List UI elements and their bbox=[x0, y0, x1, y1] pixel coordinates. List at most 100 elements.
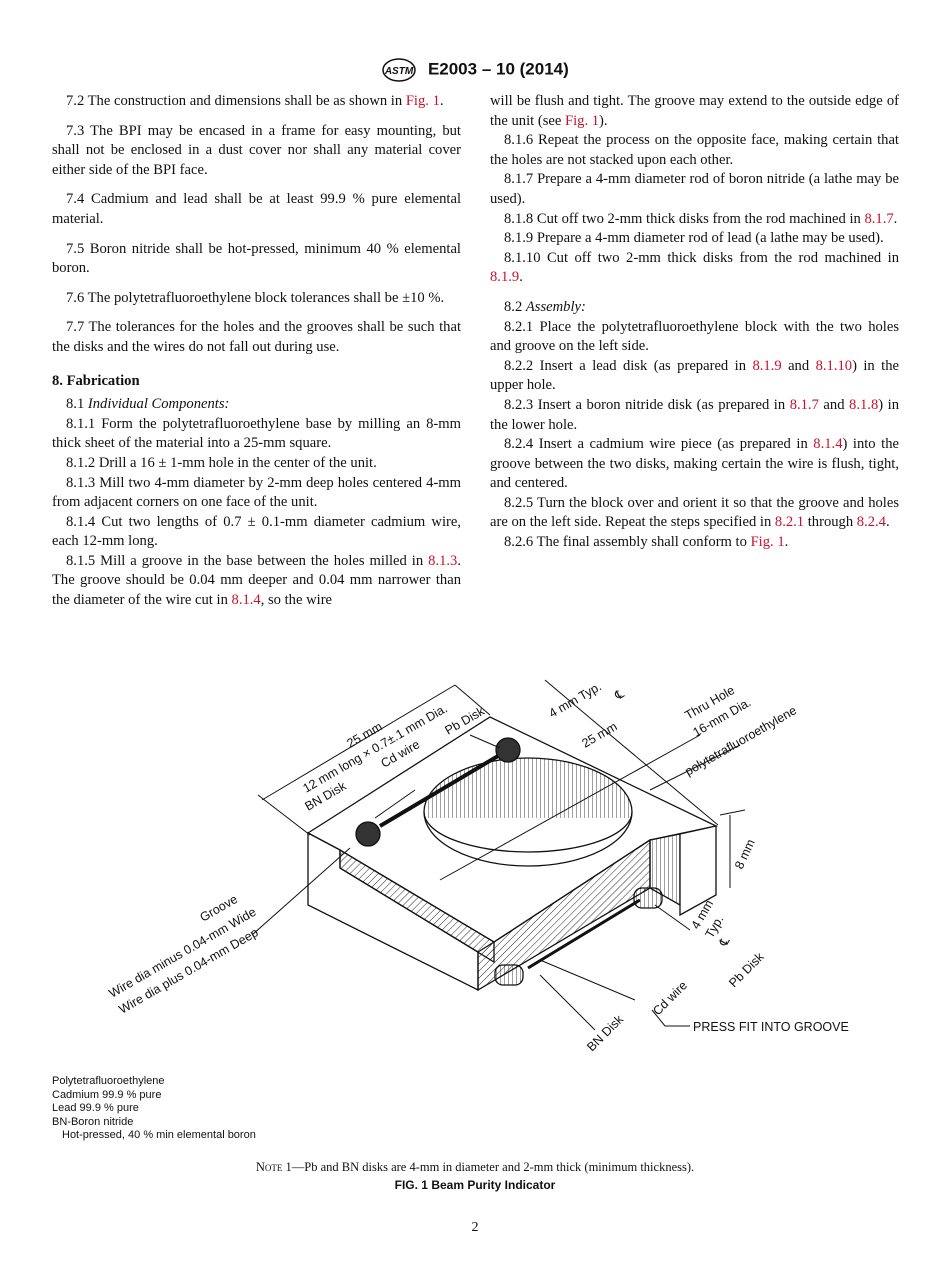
paragraph: 8.2.3 Insert a boron nitride disk (as pr… bbox=[490, 396, 899, 435]
cross-reference-link[interactable]: Fig. 1 bbox=[750, 534, 785, 551]
cross-reference-link[interactable]: 8.1.10 bbox=[815, 357, 853, 374]
cd-wire-bottom bbox=[527, 898, 641, 970]
cross-reference-link[interactable]: 8.1.4 bbox=[813, 436, 843, 453]
text: 8.1.7 Prepare a 4-mm diameter rod of bor… bbox=[490, 171, 899, 207]
left-column: 7.2 The construction and dimensions shal… bbox=[52, 92, 461, 611]
cross-reference-link[interactable]: 8.1.9 bbox=[752, 357, 782, 374]
text: 8.1.5 Mill a groove in the base between … bbox=[66, 552, 429, 569]
text: 7.3 The BPI may be encased in a frame fo… bbox=[52, 122, 461, 178]
italic-heading-text: Assembly: bbox=[525, 298, 586, 315]
text: ) in the lower hole. bbox=[490, 396, 899, 433]
text: 8.1.10 Cut off two 2-mm thick disks from… bbox=[504, 249, 899, 266]
label-cd-wire-bottom: Cd wire bbox=[650, 978, 690, 1018]
cross-reference-link[interactable]: 8.1.9 bbox=[490, 269, 520, 286]
block-right-face bbox=[679, 825, 717, 917]
text: 7.2 The construction and dimensions shal… bbox=[66, 93, 406, 109]
text: 8.1.6 Repeat the process on the opposite… bbox=[490, 132, 899, 168]
label-8mm: 8 mm bbox=[732, 837, 758, 871]
note-text: —Pb and BN disks are 4-mm in diameter an… bbox=[291, 1160, 695, 1174]
paragraph: will be flush and tight. The groove may … bbox=[490, 92, 899, 131]
legend-item: Lead 99.9 % pure bbox=[52, 1102, 139, 1115]
legend-item: Cadmium 99.9 % pure bbox=[52, 1088, 162, 1101]
text: 8.2.4 Insert a cadmium wire piece (as pr… bbox=[504, 436, 814, 453]
paragraph: 8.2 Assembly: bbox=[490, 298, 899, 318]
text: 8.1.1 Form the polytetrafluoroethylene b… bbox=[52, 415, 461, 452]
text: , so the wire bbox=[260, 592, 333, 609]
text: . bbox=[439, 93, 444, 109]
text: . bbox=[885, 514, 890, 531]
figure-caption: FIG. 1 Beam Purity Indicator bbox=[394, 1178, 556, 1192]
cd-wire-top bbox=[378, 754, 500, 828]
cross-reference-link[interactable]: 8.2.4 bbox=[856, 514, 886, 531]
cross-reference-link[interactable]: Fig. 1 bbox=[405, 93, 440, 109]
cross-reference-link[interactable]: 8.1.7 bbox=[864, 210, 894, 227]
standard-designation: E2003 – 10 (2014) bbox=[427, 59, 569, 79]
text: and bbox=[818, 396, 850, 413]
cross-reference-link[interactable]: Fig. 1 bbox=[564, 112, 600, 129]
pb-disk-top bbox=[495, 737, 521, 763]
cross-reference-link[interactable]: 8.1.7 bbox=[789, 396, 819, 413]
paragraph: 8.1.9 Prepare a 4-mm diameter rod of lea… bbox=[490, 229, 899, 249]
paragraph: 8.2.5 Turn the block over and orient it … bbox=[490, 494, 899, 533]
text: 8.1 bbox=[66, 396, 88, 413]
paragraph: 8.2.4 Insert a cadmium wire piece (as pr… bbox=[490, 435, 899, 494]
bn-disk-top bbox=[355, 821, 381, 847]
paragraph: 7.4 Cadmium and lead shall be at least 9… bbox=[52, 190, 461, 229]
paragraph: 8.1.7 Prepare a 4-mm diameter rod of bor… bbox=[490, 170, 899, 209]
text: 8.2.1 Place the polytetrafluoroethylene … bbox=[490, 318, 899, 355]
paragraph: 8.1.8 Cut off two 2-mm thick disks from … bbox=[490, 210, 899, 230]
text: 8.2 bbox=[504, 298, 526, 315]
text: 7.6 The polytetrafluoroethylene block to… bbox=[66, 289, 445, 306]
text: 8.1.8 Cut off two 2-mm thick disks from … bbox=[504, 210, 865, 227]
cross-reference-link[interactable]: 8.2.1 bbox=[774, 514, 805, 531]
note-prefix: Note 1 bbox=[255, 1160, 292, 1174]
text: . bbox=[519, 269, 523, 286]
text: . bbox=[893, 210, 898, 227]
text: 8.2.5 Turn the block over and orient it … bbox=[490, 494, 899, 531]
paragraph: 8.2.6 The final assembly shall conform t… bbox=[490, 533, 899, 553]
paragraph: 8.1.10 Cut off two 2-mm thick disks from… bbox=[490, 249, 899, 288]
paragraph: 7.7 The tolerances for the holes and the… bbox=[52, 318, 461, 357]
block-drawing bbox=[306, 716, 718, 992]
paragraph: 8.1.6 Repeat the process on the opposite… bbox=[490, 131, 899, 170]
text: 8.2.2 Insert a lead disk (as prepared in bbox=[504, 357, 753, 374]
cross-reference-link[interactable]: 8.1.4 bbox=[231, 592, 261, 609]
label-pb-disk-bottom: Pb Disk bbox=[726, 949, 767, 990]
page-header: ASTM E2003 – 10 (2014) bbox=[0, 58, 950, 82]
paragraph: 8.1.1 Form the polytetrafluoroethylene b… bbox=[52, 415, 461, 454]
paragraph: 8.1.2 Drill a 16 ± 1-mm hole in the cent… bbox=[52, 454, 461, 474]
svg-text:ASTM: ASTM bbox=[384, 66, 414, 77]
centerline-icon-bottom: ℄ bbox=[716, 934, 733, 950]
label-bn-disk-bottom: BN Disk bbox=[584, 1012, 626, 1054]
page-number: 2 bbox=[471, 1220, 479, 1235]
paragraph: 8.1 Individual Components: bbox=[52, 395, 461, 415]
astm-logo-icon: ASTM bbox=[382, 58, 416, 82]
figure-legend: Polytetrafluoroethylene Cadmium 99.9 % p… bbox=[52, 1075, 256, 1143]
text: 8.1.3 Mill two 4-mm diameter by 2-mm dee… bbox=[52, 474, 461, 511]
cross-reference-link[interactable]: 8.1.3 bbox=[428, 552, 458, 569]
label-press-fit: PRESS FIT INTO GROOVE bbox=[693, 1020, 849, 1034]
paragraph: 7.3 The BPI may be encased in a frame fo… bbox=[52, 122, 461, 181]
text: through bbox=[804, 514, 857, 531]
section-heading: 8. Fabrication bbox=[52, 372, 461, 392]
legend-item: Hot-pressed, 40 % min elemental boron bbox=[62, 1129, 256, 1142]
pb-disk-bottom bbox=[633, 887, 663, 909]
label-4mm-typ-top: 4 mm Typ. bbox=[547, 679, 604, 720]
text: . The groove should be 0.04 mm deeper an… bbox=[52, 552, 461, 609]
text: and bbox=[781, 357, 816, 374]
text: 7.4 Cadmium and lead shall be at least 9… bbox=[52, 191, 461, 227]
italic-heading-text: Individual Components: bbox=[87, 396, 230, 413]
paragraph: 8.2.1 Place the polytetrafluoroethylene … bbox=[490, 318, 899, 357]
text: 7.7 The tolerances for the holes and the… bbox=[52, 319, 461, 355]
text: ) in the upper hole. bbox=[490, 357, 899, 394]
cross-reference-link[interactable]: 8.1.8 bbox=[849, 396, 879, 413]
text: 8. Fabrication bbox=[52, 372, 140, 389]
figure-note: Note 1—Pb and BN disks are 4-mm in diame… bbox=[0, 1160, 950, 1175]
bn-disk-bottom bbox=[494, 964, 524, 986]
centerline-icon-top: ℄ bbox=[612, 686, 628, 703]
paragraph: 8.2.2 Insert a lead disk (as prepared in… bbox=[490, 357, 899, 396]
paragraph: 8.1.3 Mill two 4-mm diameter by 2-mm dee… bbox=[52, 474, 461, 513]
text: 7.5 Boron nitride shall be hot-pressed, … bbox=[52, 240, 461, 277]
